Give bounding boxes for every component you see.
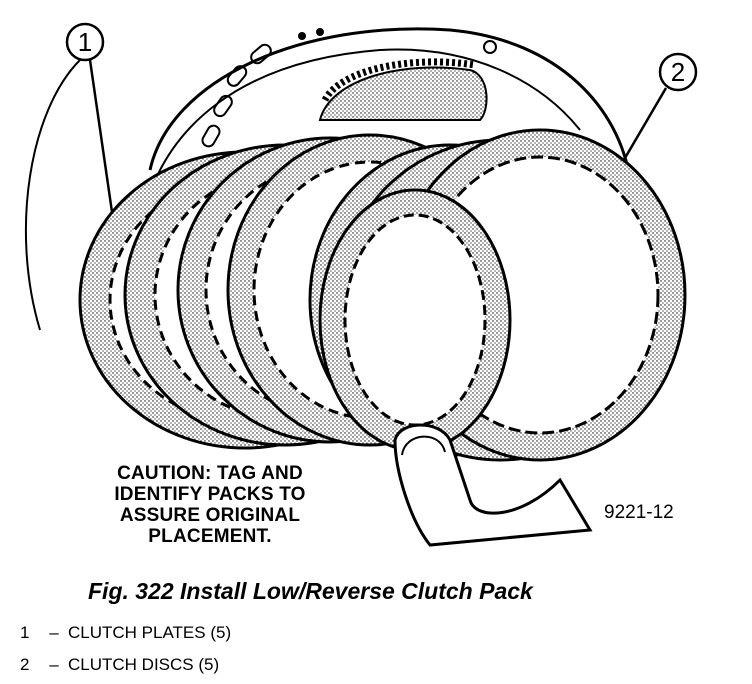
callout-2: 2 <box>623 52 698 159</box>
caution-line: CAUTION: TAG AND <box>117 463 303 484</box>
transmission-housing <box>24 27 632 331</box>
legend-number: 2 <box>20 655 30 674</box>
clutch-pack-illustration: 1 2 <box>24 22 698 547</box>
legend-item: 2–CLUTCH DISCS (5) <box>20 652 231 684</box>
callout-2-label: 2 <box>671 57 685 87</box>
legend-number: 1 <box>20 623 30 642</box>
caution-line: ASSURE ORIGINAL <box>119 505 301 526</box>
caution-note: CAUTION: TAG AND IDENTIFY PACKS TO ASSUR… <box>90 463 330 547</box>
figure-caption: Fig. 322 Install Low/Reverse Clutch Pack <box>88 578 533 604</box>
legend: 1–CLUTCH PLATES (5) 2–CLUTCH DISCS (5) <box>20 620 231 684</box>
finger <box>393 423 593 547</box>
callout-1: 1 <box>65 22 114 213</box>
legend-text: CLUTCH PLATES (5) <box>68 623 232 642</box>
figure-code: 9221-12 <box>604 502 674 523</box>
caution-line: PLACEMENT. <box>148 526 272 547</box>
clutch-discs <box>308 128 687 462</box>
legend-dash: – <box>49 623 59 642</box>
legend-dash: – <box>49 655 59 674</box>
caution-line: IDENTIFY PACKS TO <box>114 484 306 505</box>
callout-1-label: 1 <box>78 27 92 57</box>
legend-text: CLUTCH DISCS (5) <box>68 655 220 674</box>
legend-item: 1–CLUTCH PLATES (5) <box>20 620 231 652</box>
clutch-hub <box>318 58 488 121</box>
